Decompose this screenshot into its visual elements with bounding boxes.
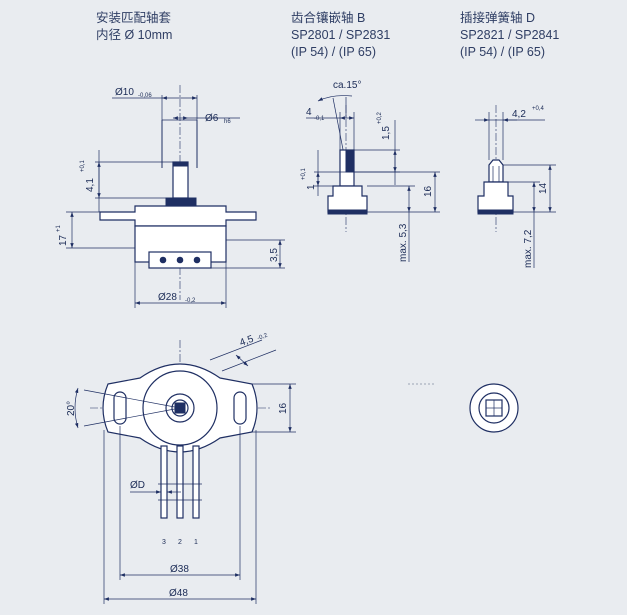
pin-label-2: 2	[178, 539, 182, 546]
dim-angle: 20°	[66, 401, 77, 416]
dim-pin-len-tol: +0,1	[80, 159, 86, 172]
dim-b-depth: 1,5	[381, 126, 392, 140]
dim-d-width-tol: +0,4	[532, 106, 545, 112]
header-mounting-line1: 安装匹配轴套	[96, 11, 172, 25]
dim-d-height: 14	[538, 182, 549, 194]
dim-shaft-dia: Ø10	[115, 87, 134, 98]
header-mounting-line2: 内径 Ø 10mm	[96, 28, 173, 42]
dim-height-tol: +1	[56, 224, 62, 232]
dim-b-max: max. 5,3	[398, 223, 409, 262]
dim-ear-height: 16	[278, 402, 289, 414]
dim-shaft-dia-tol: -0,06	[138, 93, 152, 99]
header-shaft-d-line3: (IP 54) / (IP 65)	[460, 45, 545, 59]
shaft-b-view: ca.15° 4 -0,1 1,5 +0,2 1 +0,1 16	[301, 80, 440, 262]
side-view: Ø10 -0,06 Ø6 h6 4,1 +0,1 17 +1 3,5 Ø28 -…	[56, 85, 285, 308]
header-shaft-d-line2: SP2821 / SP2841	[460, 28, 560, 42]
header-shaft-d: 插接弹簧轴 D SP2821 / SP2841 (IP 54) / (IP 65…	[460, 10, 559, 61]
dim-d-max: max. 7,2	[523, 229, 534, 268]
dim-b-depth-tol: +0,2	[377, 111, 383, 124]
dim-pin-dia-tol: h6	[224, 119, 231, 125]
dim-body-dia-tol: -0,2	[185, 298, 196, 304]
dim-slot: 4,5	[238, 334, 255, 349]
top-view: 4,5 -0,2 20° 16 ØD 3 2 1 Ø38 Ø48	[66, 332, 296, 604]
dim-b-width-tol: -0,1	[314, 116, 325, 122]
dim-b-angle: ca.15°	[333, 80, 361, 91]
header-shaft-b-line3: (IP 54) / (IP 65)	[291, 45, 376, 59]
dim-b-height: 16	[423, 185, 434, 197]
header-mounting: 安装匹配轴套 内径 Ø 10mm	[96, 10, 172, 44]
dim-slot-tol: -0,2	[257, 332, 269, 341]
dim-pin-len: 4,1	[85, 178, 96, 192]
dim-b-step: 1	[306, 184, 317, 190]
dim-flange: 3,5	[269, 248, 280, 262]
header-shaft-d-line1: 插接弹簧轴 D	[460, 11, 536, 25]
pin-label-1: 1	[194, 539, 198, 546]
dim-span-38: Ø38	[170, 564, 189, 575]
dim-span-48: Ø48	[169, 588, 188, 599]
dim-height: 17	[58, 234, 69, 246]
dim-body-dia: Ø28	[158, 292, 177, 303]
header-shaft-b: 齿合镶嵌轴 B SP2801 / SP2831 (IP 54) / (IP 65…	[291, 10, 390, 61]
dim-pin-d: ØD	[130, 480, 145, 491]
header-shaft-b-line1: 齿合镶嵌轴 B	[291, 11, 366, 25]
dim-b-width: 4	[306, 107, 312, 118]
dim-pin-dia: Ø6	[205, 113, 219, 124]
header-shaft-b-line2: SP2801 / SP2831	[291, 28, 391, 42]
shaft-d-end-view	[469, 383, 519, 433]
shaft-d-view: 4,2 +0,4 14 max. 7,2	[475, 105, 556, 268]
dim-b-step-tol: +0,1	[301, 167, 307, 180]
dim-d-width: 4,2	[512, 109, 526, 120]
pin-label-3: 3	[162, 539, 166, 546]
